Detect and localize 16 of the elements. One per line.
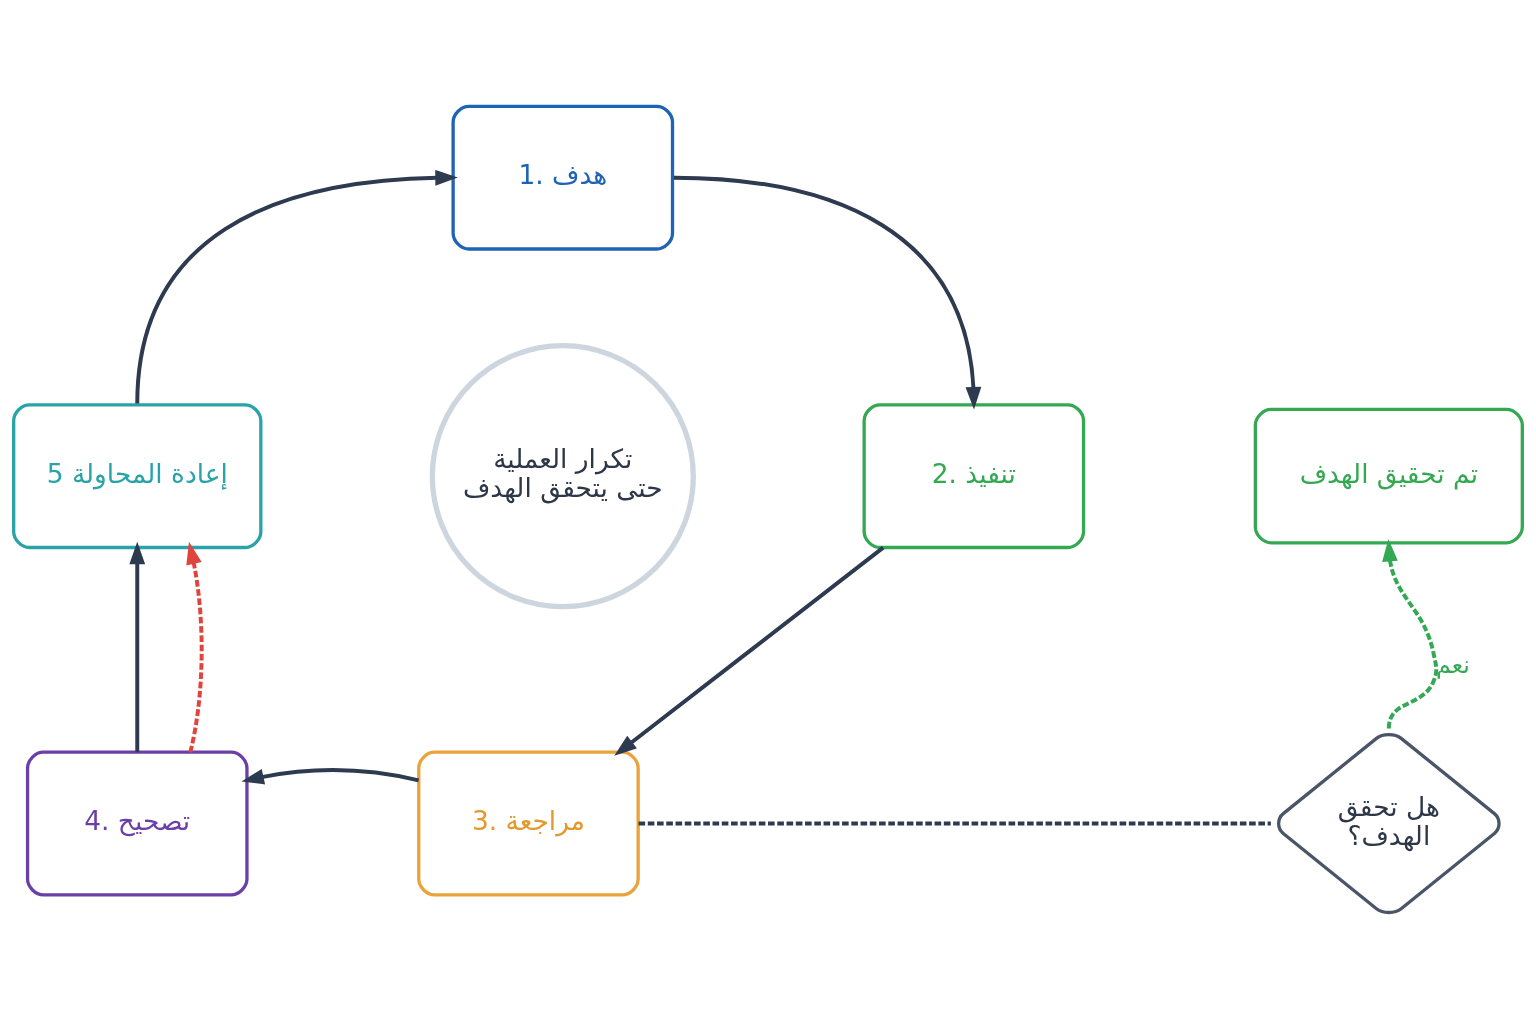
- connector: [638, 821, 1271, 826]
- node-box: هدف .1: [451, 104, 675, 251]
- arrow: [129, 541, 146, 752]
- arrow: [614, 545, 885, 756]
- node-box: مراجعة .3: [417, 750, 640, 897]
- arrow: [186, 541, 204, 753]
- node-box: تصحيح .4: [25, 750, 249, 897]
- arrow: [673, 175, 982, 409]
- arrow: [1382, 538, 1439, 729]
- edge-label: نعم: [1435, 650, 1470, 679]
- node-circle: تكرار العملية حتى يتحقق الهدف: [429, 342, 696, 609]
- node-box: تم تحقيق الهدف: [1253, 407, 1524, 545]
- node-box: إعادة المحاولة 5: [12, 402, 263, 549]
- arrow: [135, 169, 458, 404]
- node-box: تنفيذ .2: [862, 402, 1086, 549]
- arrow: [241, 767, 420, 784]
